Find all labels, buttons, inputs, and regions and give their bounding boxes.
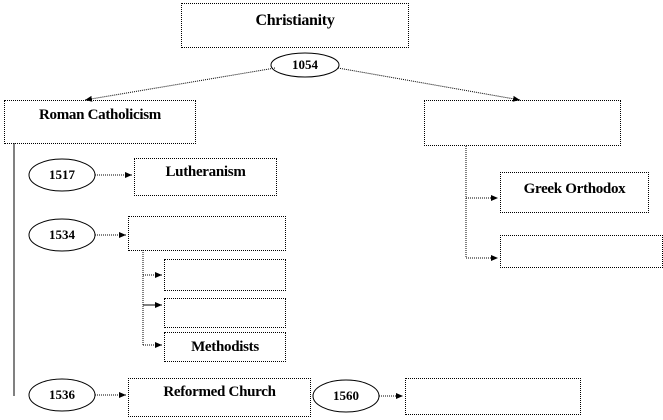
arrow-to-roman-catholicism bbox=[84, 67, 276, 102]
christianity-box: Christianity bbox=[181, 3, 409, 48]
oval-1054 bbox=[270, 52, 340, 78]
blank-right-sub-box bbox=[500, 235, 663, 268]
arrow-to-right-branch bbox=[337, 67, 521, 102]
year-1054: 1054 bbox=[292, 57, 318, 72]
year-1560: 1560 bbox=[333, 388, 359, 403]
blank-sub-box-2 bbox=[164, 298, 286, 328]
year-1536: 1536 bbox=[49, 387, 75, 402]
year-1534: 1534 bbox=[49, 227, 75, 242]
blank-1560-box bbox=[405, 378, 581, 415]
methodists-box: Methodists bbox=[164, 332, 286, 362]
blank-sub-box-1 bbox=[164, 259, 286, 291]
year-1517: 1517 bbox=[49, 167, 75, 182]
blank-1534-box bbox=[128, 216, 286, 251]
greek-orthodox-box: Greek Orthodox bbox=[500, 172, 649, 213]
lutheranism-box: Lutheranism bbox=[134, 158, 277, 196]
right-branch-box bbox=[424, 100, 621, 146]
roman-catholicism-box: Roman Catholicism bbox=[4, 100, 196, 144]
oval-1536 bbox=[28, 378, 96, 412]
oval-1534 bbox=[28, 218, 96, 252]
oval-1517 bbox=[28, 158, 96, 192]
oval-1560 bbox=[312, 379, 380, 413]
reformed-church-box: Reformed Church bbox=[128, 378, 311, 417]
